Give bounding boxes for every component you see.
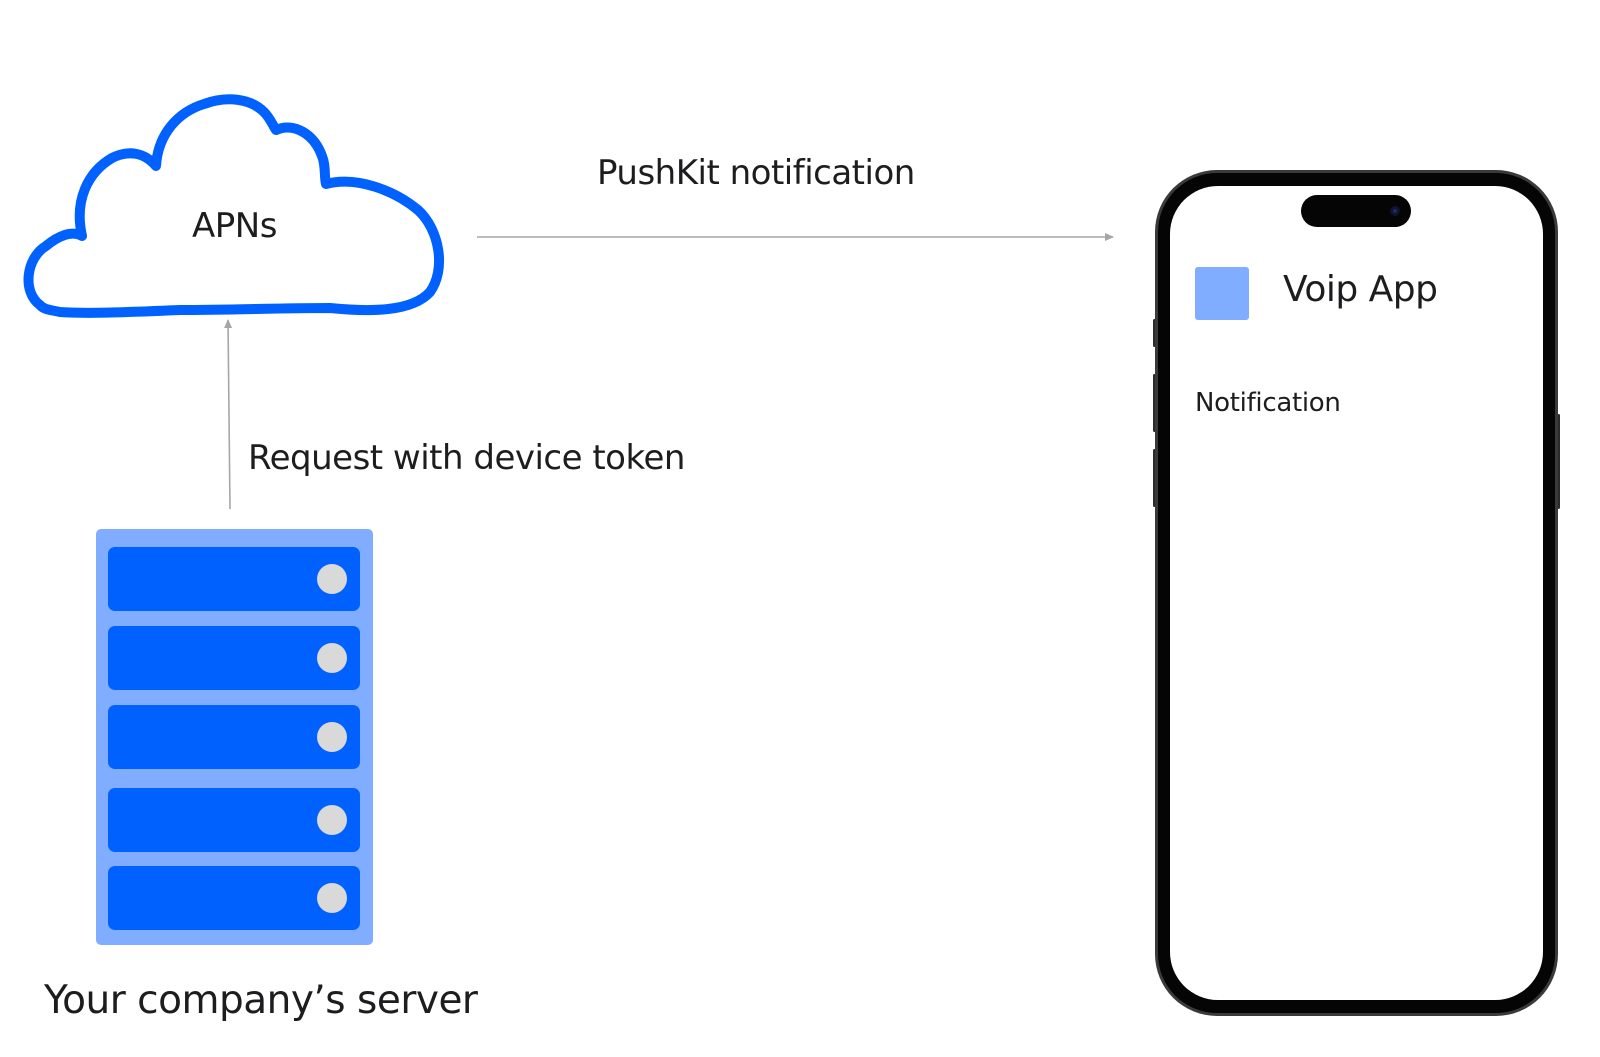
push-arrow-label: PushKit notification: [597, 153, 915, 193]
phone-icon: [1153, 170, 1560, 1016]
dynamic-island: [1301, 195, 1411, 227]
server-led: [317, 805, 347, 835]
server-unit: [108, 705, 360, 769]
cloud-label: APNs: [192, 206, 277, 246]
server-icon: [96, 529, 373, 945]
notification-label: Notification: [1195, 388, 1341, 418]
server-led: [317, 722, 347, 752]
server-unit: [108, 866, 360, 930]
request-arrow: [224, 319, 233, 510]
server-unit: [108, 547, 360, 611]
server-unit: [108, 626, 360, 690]
server-led: [317, 564, 347, 594]
request-arrow-label: Request with device token: [248, 438, 685, 478]
server-label: Your company’s server: [44, 978, 478, 1023]
server-unit: [108, 788, 360, 852]
cloud-icon: [23, 94, 445, 318]
server-led: [317, 883, 347, 913]
server-led: [317, 643, 347, 673]
app-icon: [1195, 267, 1249, 320]
app-title: Voip App: [1283, 269, 1438, 310]
